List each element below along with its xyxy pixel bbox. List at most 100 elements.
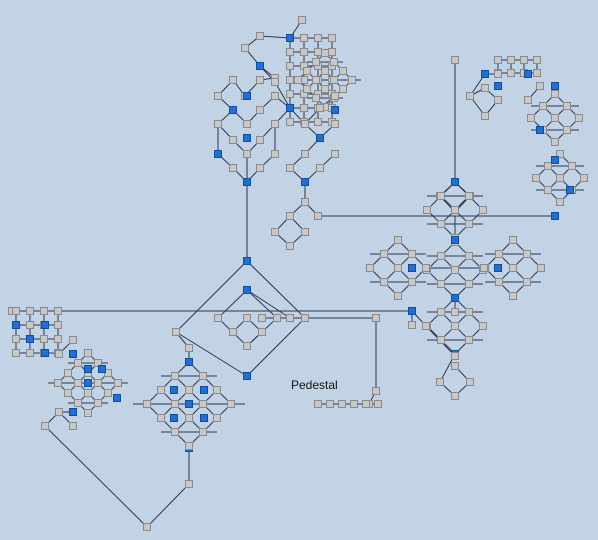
graph-node[interactable] [394,292,402,300]
selected-graph-node[interactable] [286,34,294,42]
graph-node[interactable] [64,369,72,377]
graph-node[interactable] [314,400,322,408]
graph-node[interactable] [171,428,179,436]
graph-node[interactable] [294,76,302,84]
selected-graph-node[interactable] [551,82,559,90]
graph-node[interactable] [256,106,264,114]
graph-node[interactable] [185,414,193,422]
graph-node[interactable] [524,96,532,104]
graph-node[interactable] [74,399,82,407]
graph-node[interactable] [509,264,517,272]
graph-node[interactable] [568,162,576,170]
selected-graph-node[interactable] [26,335,34,343]
graph-node[interactable] [451,206,459,214]
graph-node[interactable] [338,400,346,408]
graph-node[interactable] [451,322,459,330]
selected-graph-node[interactable] [113,394,121,402]
selected-graph-node[interactable] [331,106,339,114]
graph-node[interactable] [258,314,266,322]
graph-node[interactable] [507,56,515,64]
graph-node[interactable] [94,399,102,407]
graph-node[interactable] [171,372,179,380]
graph-node[interactable] [316,164,324,172]
graph-node[interactable] [26,321,34,329]
graph-node[interactable] [331,120,339,128]
graph-node[interactable] [54,379,62,387]
graph-node[interactable] [451,352,459,360]
graph-node[interactable] [437,252,445,260]
graph-node[interactable] [563,126,571,134]
graph-node[interactable] [423,206,431,214]
graph-node[interactable] [301,150,309,158]
graph-node[interactable] [556,150,564,158]
graph-node[interactable] [271,78,279,86]
graph-node[interactable] [394,236,402,244]
selected-graph-node[interactable] [243,372,251,380]
graph-node[interactable] [213,386,221,394]
graph-node[interactable] [451,362,459,370]
graph-node[interactable] [408,321,416,329]
graph-node[interactable] [229,164,237,172]
graph-node[interactable] [479,322,487,330]
graph-node[interactable] [348,76,356,84]
graph-node[interactable] [331,92,339,100]
graph-node[interactable] [374,400,382,408]
selected-graph-node[interactable] [98,365,106,373]
selected-graph-node[interactable] [170,386,178,394]
graph-node[interactable] [481,112,489,120]
graph-node[interactable] [326,400,334,408]
selected-graph-node[interactable] [451,178,459,186]
selected-graph-node[interactable] [551,156,559,164]
graph-node[interactable] [537,264,545,272]
graph-node[interactable] [303,85,311,93]
graph-node[interactable] [243,314,251,322]
graph-node[interactable] [229,76,237,84]
selected-graph-node[interactable] [524,70,532,78]
graph-node[interactable] [69,422,77,430]
graph-node[interactable] [437,192,445,200]
graph-node[interactable] [494,70,502,78]
node-layer[interactable] [8,16,588,531]
selected-graph-node[interactable] [41,321,49,329]
graph-node[interactable] [527,114,535,122]
graph-node[interactable] [536,82,544,90]
graph-node[interactable] [286,76,294,84]
graph-node[interactable] [451,308,459,316]
graph-node[interactable] [551,138,559,146]
graph-node[interactable] [55,350,63,358]
graph-node[interactable] [533,56,541,64]
graph-node[interactable] [199,428,207,436]
graph-node[interactable] [300,104,308,112]
graph-node[interactable] [422,264,430,272]
graph-node[interactable] [321,85,329,93]
graph-node[interactable] [185,480,193,488]
graph-node[interactable] [104,389,112,397]
graph-node[interactable] [143,523,151,531]
graph-node[interactable] [544,186,552,194]
graph-node[interactable] [551,90,559,98]
graph-node[interactable] [12,335,20,343]
graph-node[interactable] [331,150,339,158]
graph-node[interactable] [64,389,72,397]
graph-node[interactable] [312,76,320,84]
graph-node[interactable] [466,92,474,100]
selected-graph-node[interactable] [494,264,502,272]
selected-graph-node[interactable] [316,134,324,142]
selected-graph-node[interactable] [494,82,502,90]
selected-graph-node[interactable] [12,321,20,329]
graph-node[interactable] [465,280,473,288]
graph-node[interactable] [94,379,102,387]
graph-node[interactable] [114,379,122,387]
graph-node[interactable] [185,442,193,450]
graph-node[interactable] [523,278,531,286]
graph-node[interactable] [74,359,82,367]
graph-node[interactable] [380,250,388,258]
graph-node[interactable] [185,344,193,352]
graph-node[interactable] [298,16,306,24]
graph-node[interactable] [520,56,528,64]
selected-graph-node[interactable] [185,400,193,408]
graph-node[interactable] [539,102,547,110]
graph-node[interactable] [575,114,583,122]
graph-node[interactable] [271,228,279,236]
selected-graph-node[interactable] [243,178,251,186]
